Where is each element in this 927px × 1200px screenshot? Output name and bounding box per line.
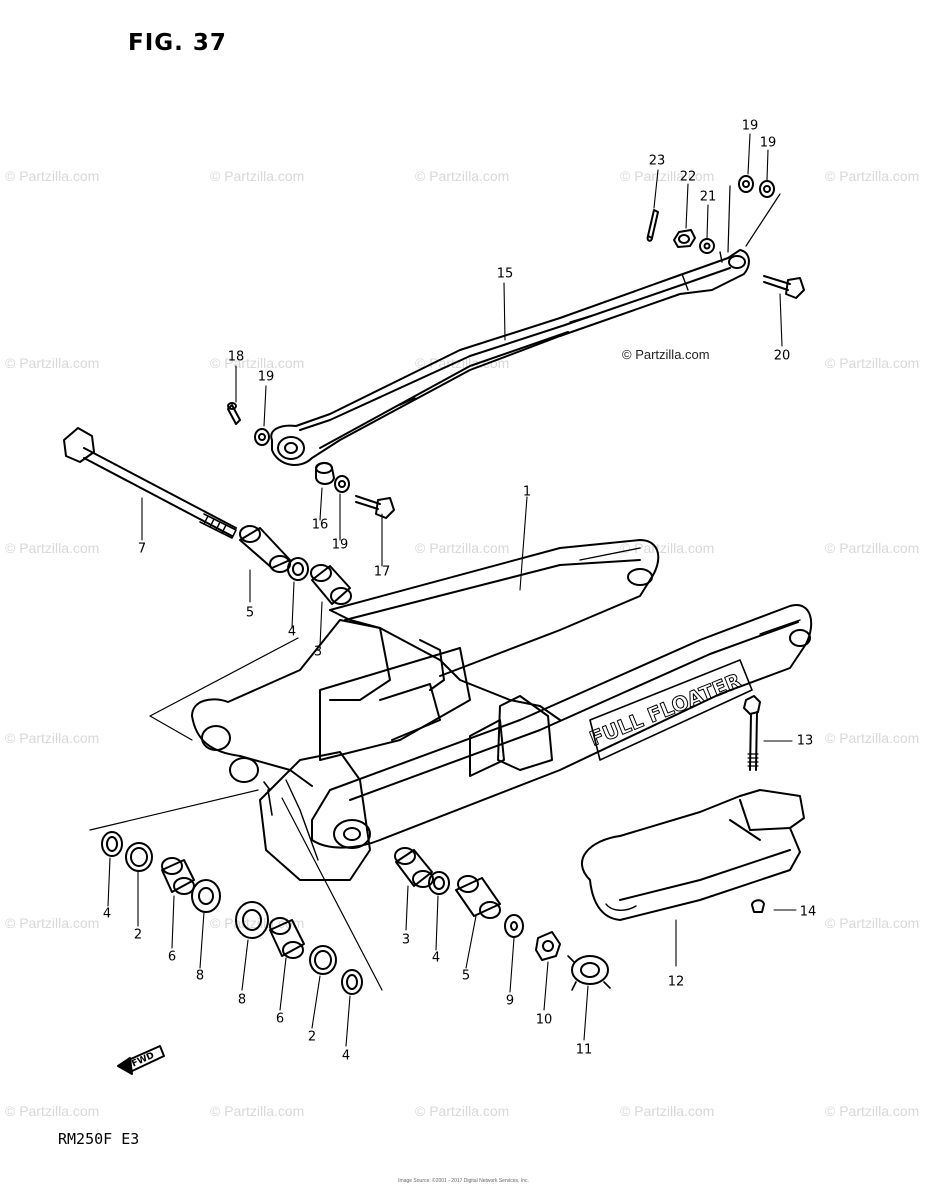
part-number-3: 3	[313, 644, 323, 660]
part-number-19: 19	[331, 537, 349, 553]
watermark: © Partzilla.com	[210, 1103, 305, 1119]
part-number-16: 16	[311, 517, 329, 533]
part-number-4: 4	[341, 1048, 351, 1064]
part-number-5: 5	[245, 605, 255, 621]
collar-5-top	[239, 525, 291, 573]
part-number-6: 6	[275, 1011, 285, 1027]
watermark-center: © Partzilla.com	[622, 347, 710, 362]
watermark: © Partzilla.com	[825, 1103, 920, 1119]
model-label: RM250F E3	[58, 1130, 140, 1148]
part-number-3: 3	[401, 932, 411, 948]
watermark: © Partzilla.com	[415, 1103, 510, 1119]
watermark: © Partzilla.com	[620, 540, 715, 556]
part-number-8: 8	[195, 968, 205, 984]
watermark: © Partzilla.com	[5, 1103, 100, 1119]
watermark: © Partzilla.com	[825, 168, 920, 184]
part-number-19: 19	[759, 135, 777, 151]
watermark: © Partzilla.com	[415, 540, 510, 556]
torque-rod-15	[270, 249, 750, 466]
part-number-23: 23	[648, 153, 666, 169]
needle-bearing-3-top	[310, 564, 352, 605]
part-number-6: 6	[167, 949, 177, 965]
part-number-2: 2	[133, 927, 143, 943]
watermark: © Partzilla.com	[825, 730, 920, 746]
watermark: © Partzilla.com	[5, 168, 100, 184]
part-number-4: 4	[287, 624, 297, 640]
part-number-5: 5	[461, 968, 471, 984]
part-number-17: 17	[373, 564, 391, 580]
watermark: © Partzilla.com	[825, 540, 920, 556]
watermark: © Partzilla.com	[210, 355, 305, 371]
watermark: © Partzilla.com	[5, 540, 100, 556]
part-number-22: 22	[679, 169, 697, 185]
leader-lines	[89, 185, 781, 991]
part-number-13: 13	[796, 733, 814, 749]
part-number-2: 2	[307, 1029, 317, 1045]
figure-title: FIG. 37	[128, 30, 227, 56]
part-number-19: 19	[741, 118, 759, 134]
lower-right-parts	[394, 847, 611, 991]
part-number-21: 21	[699, 189, 717, 205]
footer-credit: Image Source: ©2001 - 2017 Digital Netwo…	[0, 1178, 927, 1184]
part-number-12: 12	[667, 974, 685, 990]
watermark: © Partzilla.com	[5, 915, 100, 931]
watermark: © Partzilla.com	[620, 1103, 715, 1119]
part-number-9: 9	[505, 993, 515, 1009]
part-number-14: 14	[799, 904, 817, 920]
part-number-18: 18	[227, 349, 245, 365]
callout-leaders	[107, 133, 797, 1047]
part-number-10: 10	[535, 1012, 553, 1028]
screw-14	[751, 899, 765, 913]
watermark: © Partzilla.com	[5, 355, 100, 371]
swing-arm-1	[191, 539, 813, 881]
part-number-8: 8	[237, 992, 247, 1008]
watermark: © Partzilla.com	[825, 915, 920, 931]
lower-left-parts	[101, 831, 363, 995]
watermark: © Partzilla.com	[620, 168, 715, 184]
watermark: © Partzilla.com	[415, 355, 510, 371]
chain-slider-12	[580, 789, 805, 921]
fasteners-top	[227, 175, 805, 519]
part-number-11: 11	[575, 1042, 593, 1058]
part-number-4: 4	[102, 906, 112, 922]
part-number-19: 19	[257, 369, 275, 385]
footer-line: Image Source: ©2001 - 2017 Digital Netwo…	[398, 1178, 529, 1184]
part-number-7: 7	[137, 541, 147, 557]
watermark: © Partzilla.com	[415, 168, 510, 184]
part-number-1: 1	[522, 484, 532, 500]
seal-4-top	[287, 557, 309, 581]
part-number-4: 4	[431, 950, 441, 966]
watermark: © Partzilla.com	[825, 355, 920, 371]
watermark: © Partzilla.com	[5, 730, 100, 746]
part-number-20: 20	[773, 348, 791, 364]
bolt-13	[743, 695, 761, 771]
pivot-shaft-7	[63, 427, 237, 539]
forward-arrow	[117, 1045, 165, 1075]
watermark: © Partzilla.com	[210, 168, 305, 184]
part-number-15: 15	[496, 266, 514, 282]
